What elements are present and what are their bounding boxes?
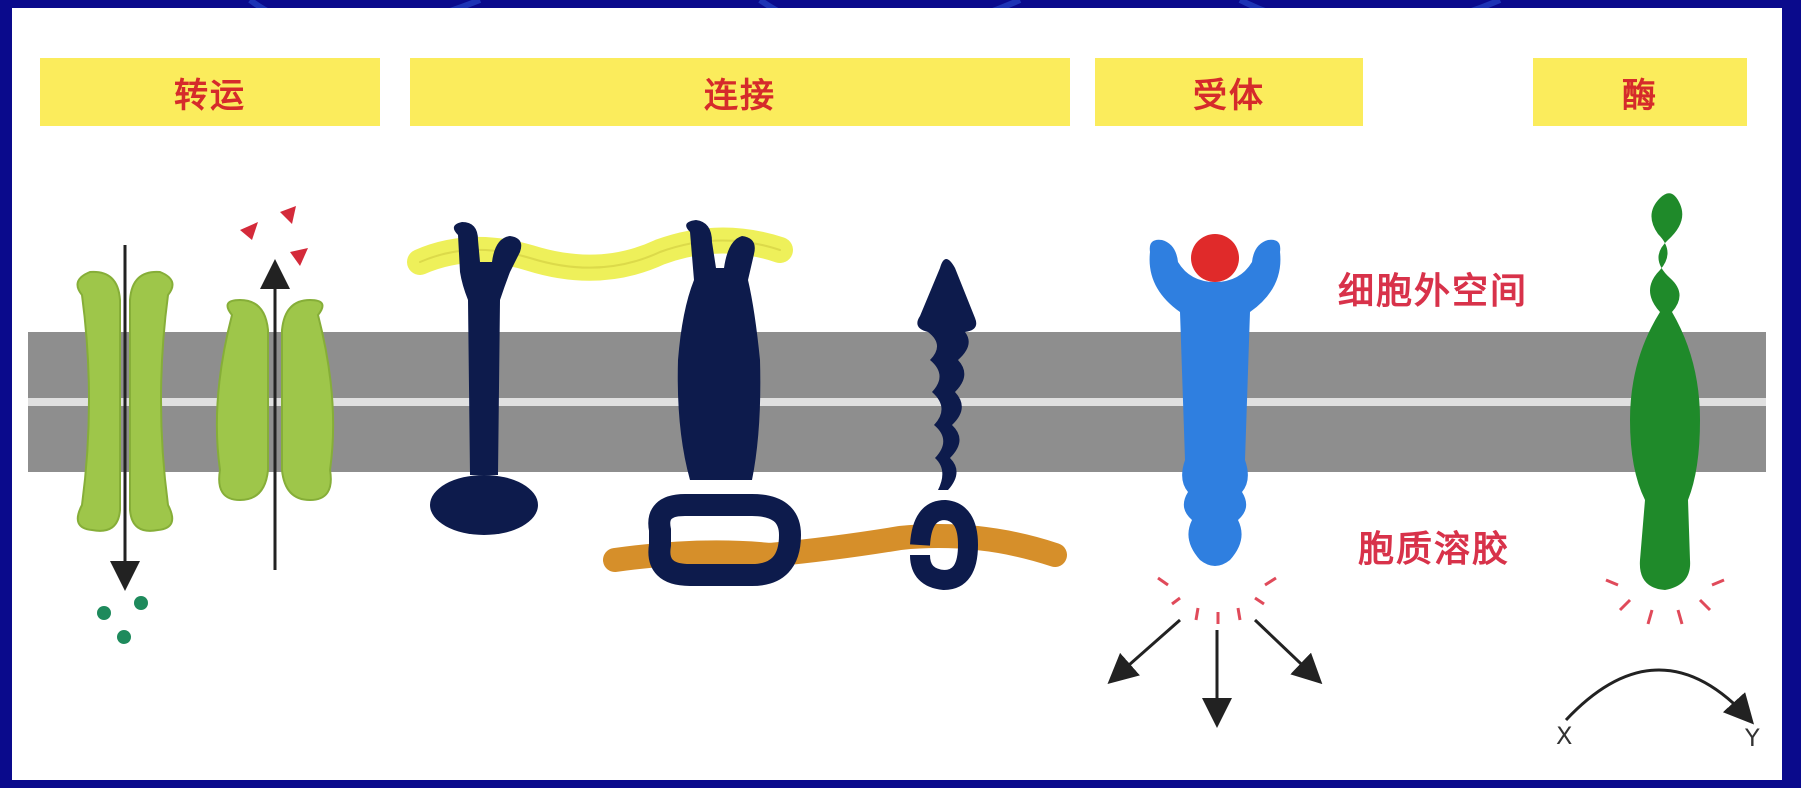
receptor-activation-rays [1157, 576, 1277, 624]
category-transport: 转运 [40, 58, 380, 126]
enzyme-activity-rays [1605, 578, 1725, 625]
catalysis-arrow [1564, 668, 1755, 725]
signal-transduction-arrows [1107, 618, 1323, 728]
signal-ligand [1191, 234, 1239, 282]
transported-molecules-extracellular [240, 206, 308, 266]
linker-protein-3 [910, 259, 979, 591]
cytosol-label: 胞质溶胶 [1358, 529, 1511, 570]
substrate-label: X [1556, 722, 1573, 750]
product-label: Y [1745, 724, 1760, 752]
extracellular-space-label: 细胞外空间 [1338, 271, 1529, 312]
category-linkage: 连接 [410, 58, 1070, 126]
category-enzyme: 酶 [1533, 58, 1747, 126]
transported-molecules-cytosol [97, 596, 148, 644]
enzyme-protein [1630, 193, 1700, 590]
transport-channel-protein [76, 245, 174, 591]
linker-protein-1 [430, 222, 538, 535]
transport-carrier-protein [215, 259, 335, 570]
linker-protein-2 [648, 220, 802, 586]
receptor-protein [1149, 239, 1281, 566]
category-receptor: 受体 [1095, 58, 1363, 126]
cytoskeleton-fiber [603, 524, 1067, 572]
